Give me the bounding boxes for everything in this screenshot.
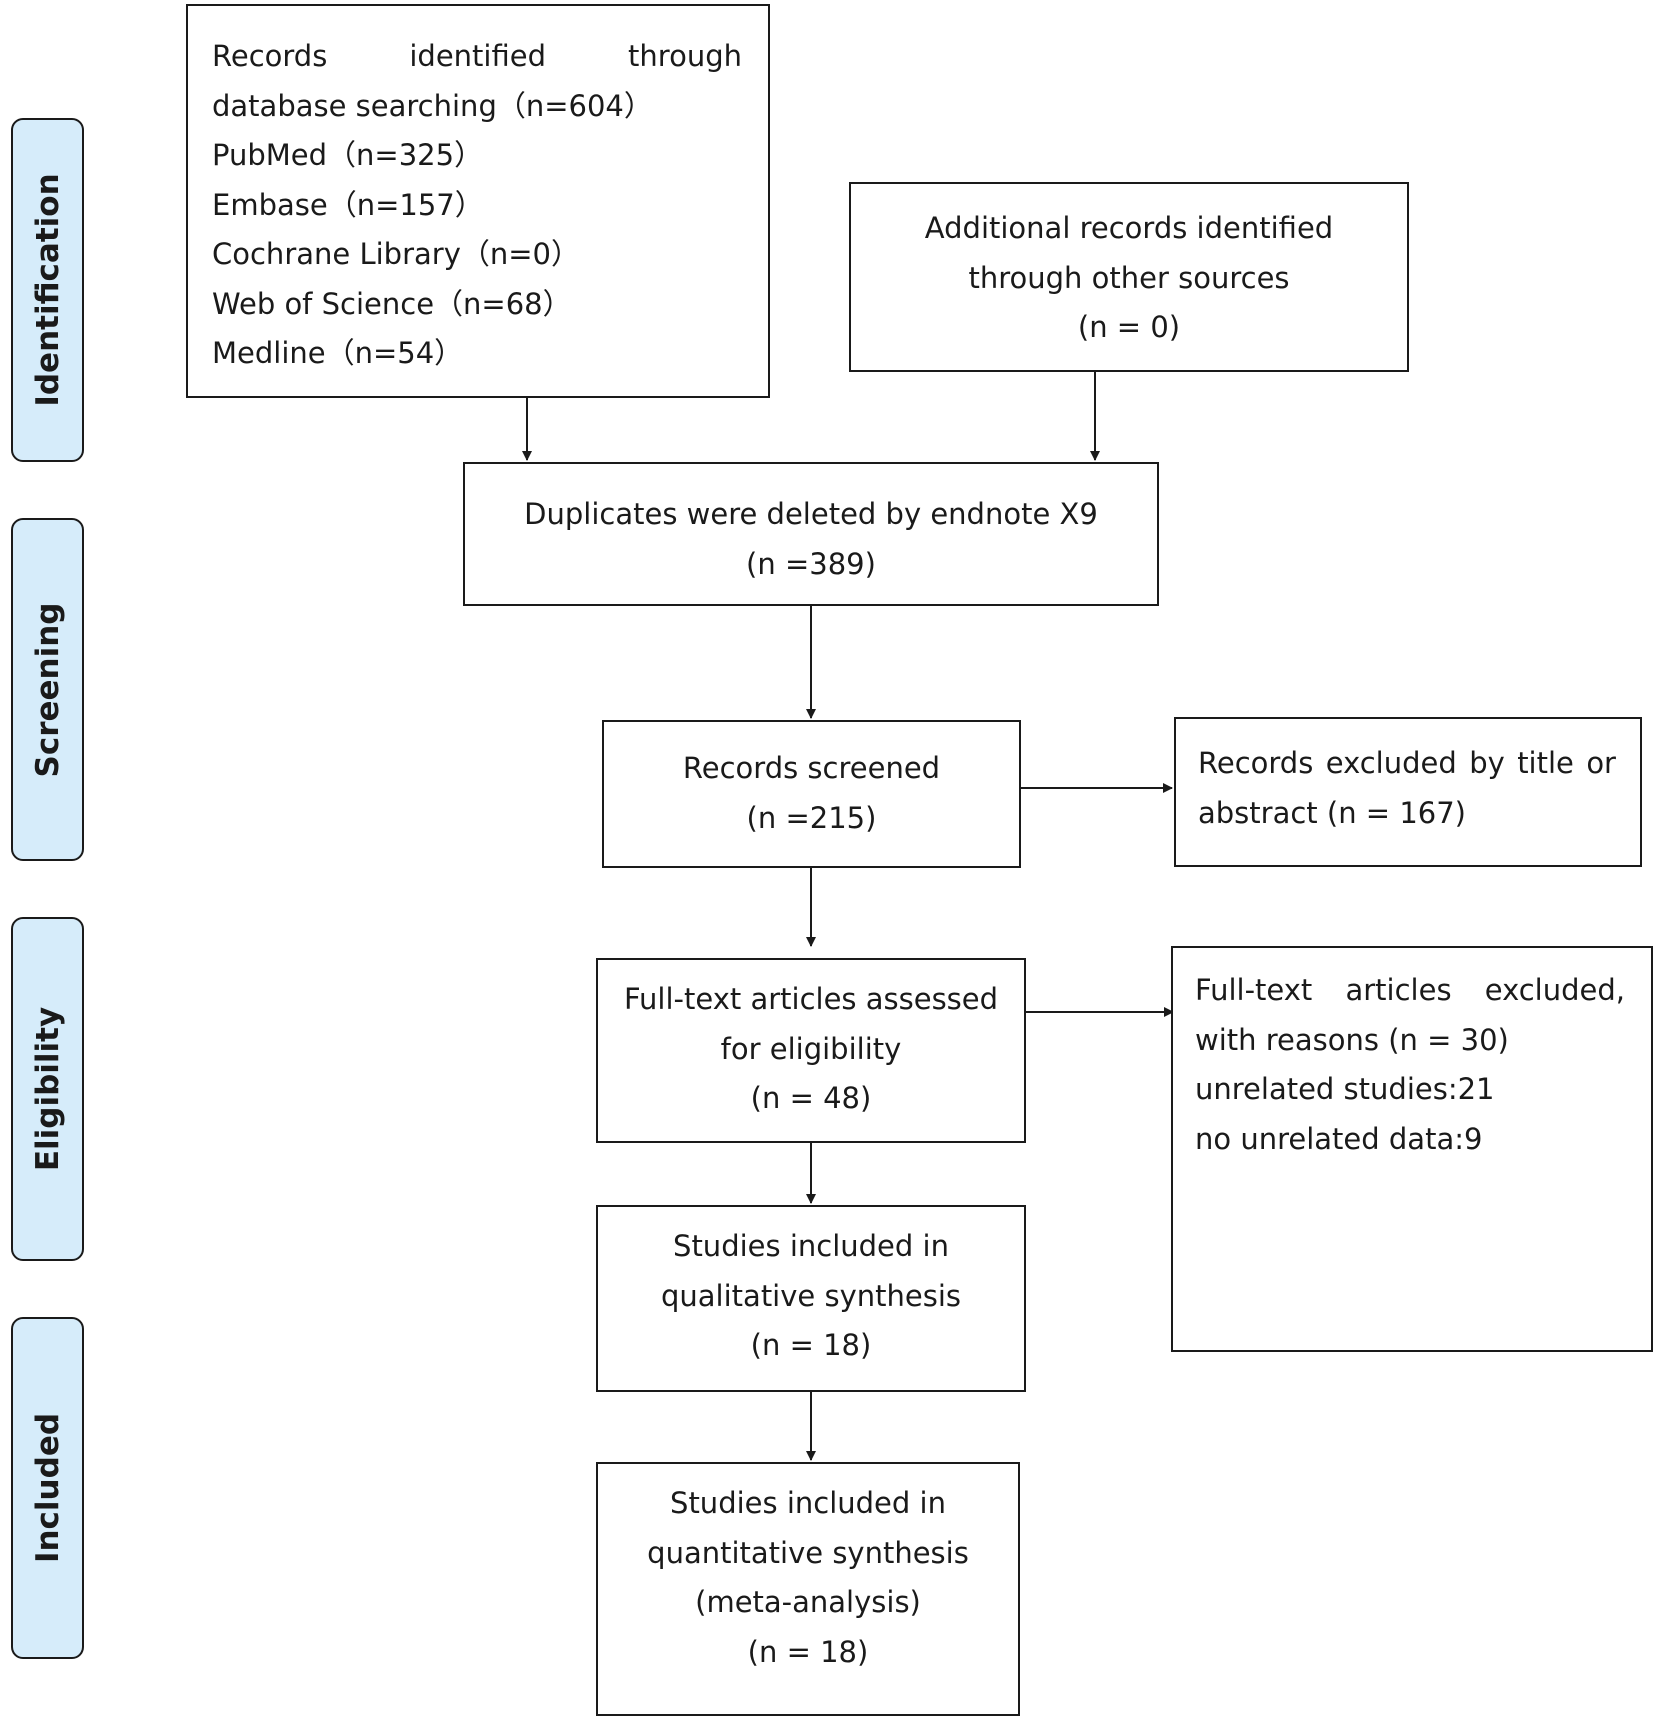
qualitative-line2: qualitative synthesis [661, 1278, 961, 1313]
fulltext-excluded-line1: Full-text articles excluded, [1195, 973, 1625, 1007]
database-search-line1: Records identified through [212, 39, 742, 73]
quantitative-line3: (meta-analysis) [695, 1585, 921, 1619]
fulltext-line2: for eligibility [720, 1031, 902, 1066]
excluded-title-line1: Records excluded by title or [1198, 746, 1616, 780]
excluded-title-line2: abstract (n = 167) [1198, 795, 1466, 830]
excluded-title-abstract-box: Records excluded by title or abstract (n… [1174, 717, 1642, 867]
other-sources-count: (n = 0) [1077, 310, 1181, 344]
qualitative-synthesis-box: Studies included in qualitative synthesi… [596, 1205, 1026, 1392]
source-embase: Embase（n=157） [212, 187, 484, 222]
source-web-of-science: Web of Science（n=68） [212, 286, 572, 321]
records-screened-count: (n =215) [746, 800, 877, 835]
other-sources-line1: Additional records identified [924, 211, 1334, 245]
database-search-line2: database searching（n=604） [212, 88, 653, 123]
other-sources-box: Additional records identified through ot… [849, 182, 1409, 372]
fulltext-excluded-box: Full-text articles excluded, with reason… [1171, 946, 1653, 1352]
stage-eligibility: Eligibility [11, 917, 84, 1261]
source-cochrane: Cochrane Library（n=0） [212, 237, 580, 271]
duplicates-box: Duplicates were deleted by endnote X9 (n… [463, 462, 1159, 606]
source-pubmed: PubMed（n=325） [212, 138, 484, 172]
quantitative-synthesis-box: Studies included in quantitative synthes… [596, 1462, 1020, 1716]
fulltext-count: (n = 48) [750, 1081, 872, 1115]
source-medline: Medline（n=54） [212, 336, 464, 370]
fulltext-line1: Full-text articles assessed [623, 982, 999, 1016]
fulltext-excluded-line2: with reasons (n = 30) [1195, 1022, 1509, 1057]
stage-identification: Identification [11, 118, 84, 462]
duplicates-line1: Duplicates were deleted by endnote X9 [524, 497, 1098, 531]
qualitative-line1: Studies included in [673, 1229, 949, 1263]
database-search-box: Records identified through database sear… [186, 4, 770, 398]
duplicates-count: (n =389) [746, 546, 876, 581]
fulltext-assessed-box: Full-text articles assessed for eligibil… [596, 958, 1026, 1143]
quantitative-line2: quantitative synthesis [647, 1535, 969, 1570]
other-sources-line2: through other sources [968, 260, 1290, 295]
quantitative-line1: Studies included in [670, 1486, 946, 1520]
qualitative-count: (n = 18) [750, 1328, 872, 1362]
quantitative-count: (n = 18) [747, 1634, 869, 1669]
stage-included: Included [11, 1317, 84, 1659]
stage-screening: Screening [11, 518, 84, 861]
records-screened-box: Records screened (n =215) [602, 720, 1021, 868]
fulltext-excluded-reason-1: unrelated studies:21 [1195, 1072, 1495, 1106]
fulltext-excluded-reason-2: no unrelated data:9 [1195, 1121, 1483, 1156]
records-screened-line1: Records screened [682, 751, 941, 785]
